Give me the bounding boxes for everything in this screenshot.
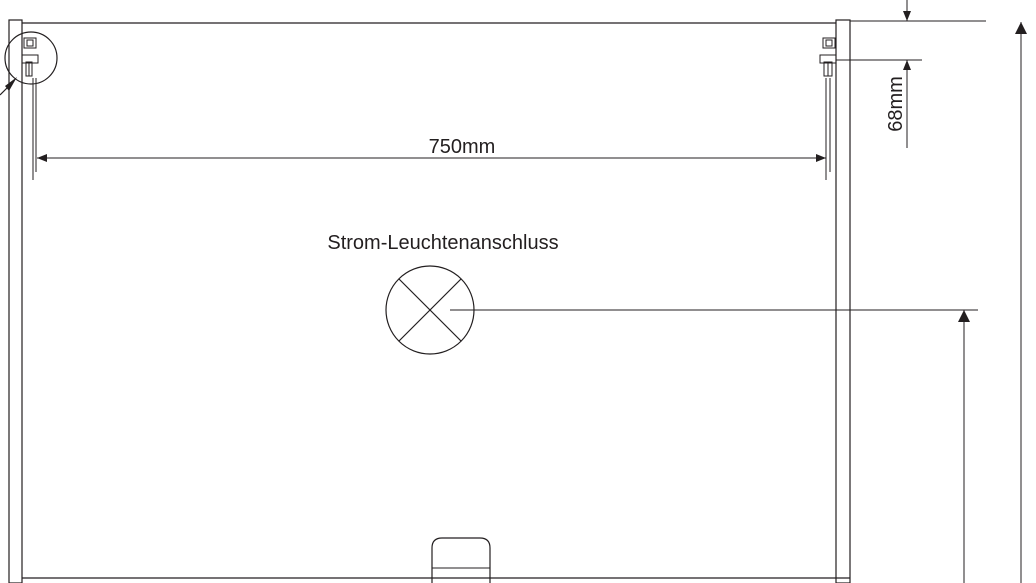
left-side-panel xyxy=(8,19,23,583)
left-hinge-bracket xyxy=(0,31,58,180)
power-connection: Strom-Leuchtenanschluss xyxy=(327,232,978,355)
power-connection-label: Strom-Leuchtenanschluss xyxy=(327,232,558,254)
width-dimension: 750mm xyxy=(37,136,826,162)
offset-dimension-label: 68mm xyxy=(885,76,907,132)
detail-circle xyxy=(4,31,58,85)
height-dimensions xyxy=(958,22,1027,583)
offset-dimension: 68mm xyxy=(836,0,986,148)
right-side-panel xyxy=(835,19,851,583)
right-hinge-bracket xyxy=(819,37,837,180)
bottom-handle xyxy=(431,537,491,583)
width-dimension-label: 750mm xyxy=(429,136,496,158)
cabinet-outline xyxy=(8,19,851,583)
